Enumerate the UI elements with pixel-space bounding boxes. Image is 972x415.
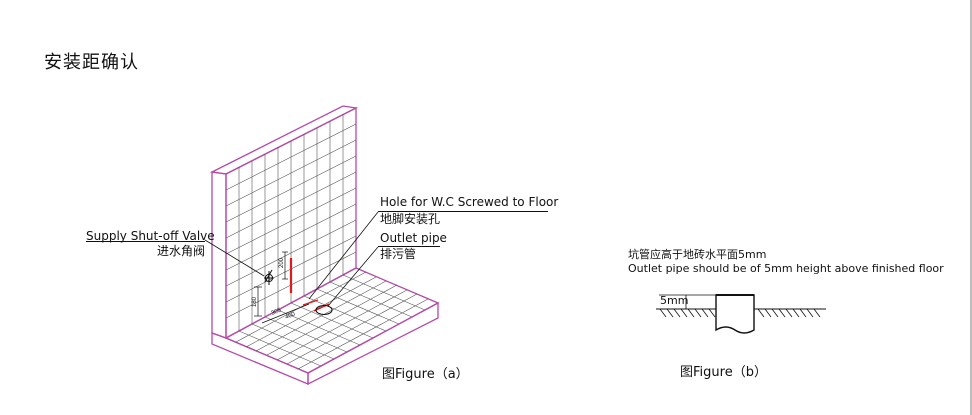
outlet-label-underline [378,246,440,247]
floor-side-edge [211,332,309,385]
hole-leader-line [308,211,379,300]
dim-side-height: 180 [252,296,258,307]
page-title: 安装距确认 [44,52,139,73]
figure-a-caption: 图Figure（a） [382,367,469,382]
outlet-label-en: Outlet pipe [380,231,447,245]
figure-b-note-en: Outlet pipe should be of 5mm height abov… [628,262,944,275]
outlet-label-cn: 排污管 [380,247,417,261]
outlet-pipe-section [715,294,755,334]
valve-symbol [264,269,274,285]
hole-label-underline [378,211,548,212]
valve-leader-line [204,239,265,277]
valve-label-cn: 进水角阀 [157,244,206,258]
floor-hole-marker [302,299,319,306]
figure-b-caption: 图Figure（b） [680,365,767,380]
floor-tile-grid [235,271,429,370]
floor-hatching [659,308,821,318]
outlet-leader-line [327,246,379,307]
valve-label-en: Supply Shut-off Valve [86,229,215,243]
hole-label-en: Hole for W.C Screwed to Floor [380,195,559,209]
page-edge-rule [970,0,972,415]
dim-b-label: 400 [285,311,297,321]
valve-label-underline [86,241,205,242]
outlet-pipe-hole [315,304,333,316]
dim-valve-height: 200 [279,257,285,268]
hole-label-cn: 地脚安装孔 [380,212,441,226]
dim-line-floor [261,303,310,324]
dim-a-label: 305 [271,307,283,317]
figure-b-note-cn: 坑管应高于地砖水平面5mm [628,248,767,261]
figure-b-dim-label: 5mm [660,294,689,307]
